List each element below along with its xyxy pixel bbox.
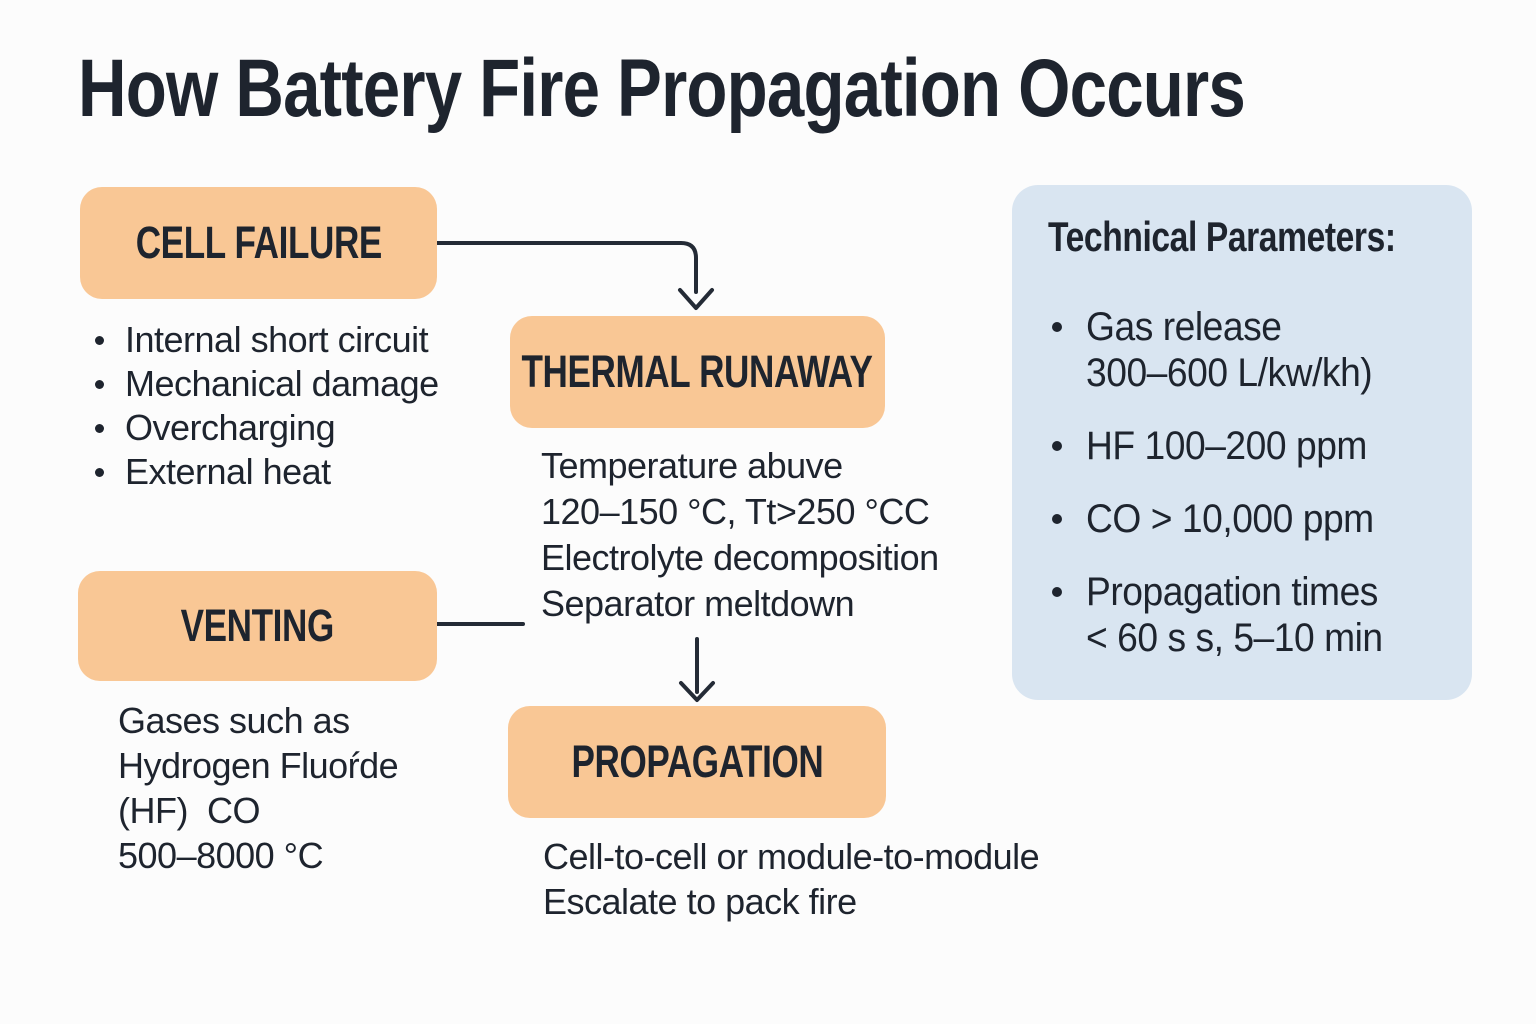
detail-line: (HF) CO xyxy=(118,790,260,831)
stage-label-venting: VENTING xyxy=(180,600,335,651)
panel-bullet-line: Propagation times xyxy=(1086,570,1378,614)
list-item: Mechanical damage xyxy=(88,362,439,406)
cause-text: External heat xyxy=(125,451,331,492)
detail-line: Separator meltdown xyxy=(541,583,855,624)
panel-bullet-text: HF 100–200 ppm xyxy=(1086,423,1388,469)
detail-line: Cell-to-cell or module-to-module xyxy=(543,836,1040,877)
list-item: CO > 10,000 ppm xyxy=(1048,496,1442,542)
panel-bullet-line: Gas release xyxy=(1086,305,1282,349)
cause-text: Mechanical damage xyxy=(125,363,439,404)
stage-box-cell-failure: CELL FAILURE xyxy=(80,187,437,299)
bullet-dot-icon xyxy=(95,467,104,477)
thermal-runaway-details: Temperature abuve 120–150 °C, Tt>250 °CC… xyxy=(541,443,939,627)
bullet-dot-icon xyxy=(95,379,104,389)
bullet-dot-icon xyxy=(95,335,104,345)
propagation-details: Cell-to-cell or module-to-module Escalat… xyxy=(543,834,1040,924)
stage-label-propagation: PROPAGATION xyxy=(571,736,823,787)
detail-line: Hydrogen Fluoŕde xyxy=(118,745,399,786)
stage-box-propagation: PROPAGATION xyxy=(508,706,886,818)
panel-heading: Technical Parameters: xyxy=(1048,213,1396,260)
list-item: Gas release 300–600 L/kw/kh) xyxy=(1048,304,1442,396)
arrowhead-down-icon xyxy=(679,681,715,702)
cause-text: Internal short circuit xyxy=(125,319,429,360)
list-item: External heat xyxy=(88,450,439,494)
panel-bullet-text: Gas release 300–600 L/kw/kh) xyxy=(1086,304,1394,396)
panel-bullet-line: HF 100–200 ppm xyxy=(1086,424,1367,468)
arrowhead-down-icon xyxy=(678,288,714,310)
stage-label-cell-failure: CELL FAILURE xyxy=(135,217,382,268)
list-item: HF 100–200 ppm xyxy=(1048,423,1442,469)
detail-line: 120–150 °C, Tt>250 °CC xyxy=(541,491,930,532)
cause-text: Overcharging xyxy=(125,407,336,448)
technical-parameters-panel: Technical Parameters: Gas release 300–60… xyxy=(1012,185,1472,700)
bullet-dot-icon xyxy=(1052,587,1062,597)
detail-line: Escalate to pack fire xyxy=(543,881,857,922)
list-item: Internal short circuit xyxy=(88,318,439,362)
panel-bullet-line: < 60 s s, 5–10 min xyxy=(1086,616,1383,660)
connector-cell-failure-to-thermal-runaway xyxy=(435,241,698,294)
detail-line: Temperature abuve xyxy=(541,445,843,486)
list-item: Overcharging xyxy=(88,406,439,450)
venting-details: Gases such as Hydrogen Fluoŕde (HF) CO 5… xyxy=(118,698,399,878)
panel-bullet-text: Propagation times < 60 s s, 5–10 min xyxy=(1086,569,1405,661)
detail-line: 500–8000 °C xyxy=(118,835,324,876)
bullet-dot-icon xyxy=(1052,441,1062,451)
detail-line: Electrolyte decomposition xyxy=(541,537,939,578)
cell-failure-cause-list: Internal short circuit Mechanical damage… xyxy=(88,318,439,494)
page-title: How Battery Fire Propagation Occurs xyxy=(78,43,1246,134)
bullet-dot-icon xyxy=(95,423,104,433)
bullet-dot-icon xyxy=(1052,514,1062,524)
bullet-dot-icon xyxy=(1052,322,1062,332)
panel-bullet-line: CO > 10,000 ppm xyxy=(1086,497,1374,541)
panel-bullet-line: 300–600 L/kw/kh) xyxy=(1086,351,1373,395)
list-item: Propagation times < 60 s s, 5–10 min xyxy=(1048,569,1442,661)
stage-box-thermal-runaway: THERMAL RUNAWAY xyxy=(510,316,885,428)
stage-box-venting: VENTING xyxy=(78,571,437,681)
panel-bullet-text: CO > 10,000 ppm xyxy=(1086,496,1395,542)
detail-line: Gases such as xyxy=(118,700,350,741)
stage-label-thermal-runaway: THERMAL RUNAWAY xyxy=(521,346,874,397)
